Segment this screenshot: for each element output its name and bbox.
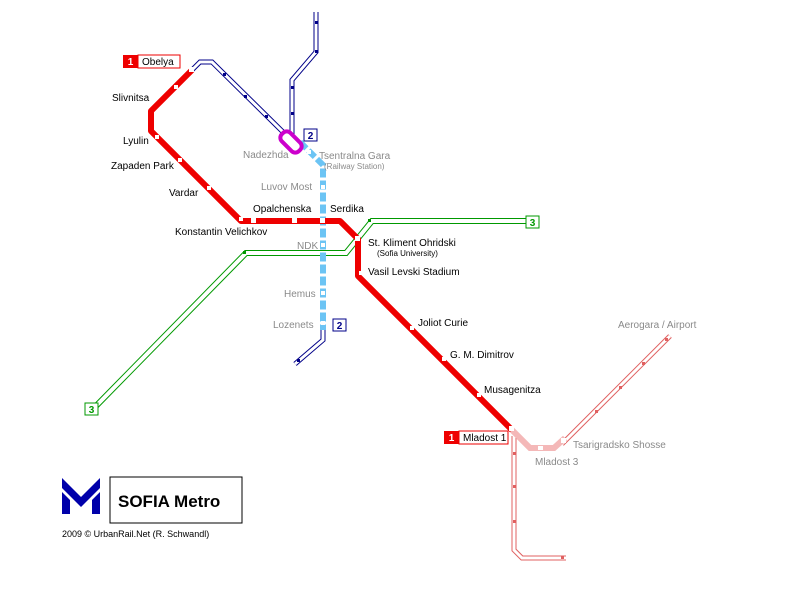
- station-labels: Slivnitsa Lyulin Zapaden Park Vardar Kon…: [111, 93, 697, 468]
- line-2-obelya-branch: [190, 59, 285, 134]
- svg-text:1: 1: [449, 433, 455, 444]
- svg-text:3: 3: [89, 405, 95, 416]
- station-dot-mladost3: [538, 446, 543, 450]
- label-st-kliment-sub: (Sofia University): [377, 249, 438, 258]
- station-dot-konstantin-velichkov: [239, 217, 243, 221]
- line-2-construction-track: [297, 139, 326, 330]
- label-serdika[interactable]: Serdika: [330, 204, 364, 215]
- station-dot-hemus: [321, 291, 325, 295]
- label-mladost3[interactable]: Mladost 3: [535, 457, 579, 468]
- label-luvov-most[interactable]: Luvov Most: [261, 182, 312, 193]
- label-joliot-curie[interactable]: Joliot Curie: [418, 318, 468, 329]
- interchange-tsentralna-gara[interactable]: [278, 129, 304, 155]
- label-vasil-levski[interactable]: Vasil Levski Stadium: [368, 267, 460, 278]
- label-slivnitsa[interactable]: Slivnitsa: [112, 93, 150, 104]
- station-dot-st-kliment: [355, 236, 360, 241]
- line-1: [148, 67, 515, 433]
- station-dot-ndk: [321, 243, 325, 247]
- station-dot-tsentralna-gara: [307, 150, 311, 154]
- station-dot-mladost1: [509, 426, 514, 431]
- label-st-kliment[interactable]: St. Kliment Ohridski: [368, 238, 456, 249]
- station-dot-joliot-curie: [410, 326, 414, 330]
- station-dot-vasil-levski: [359, 271, 363, 275]
- svg-text:Mladost 1: Mladost 1: [463, 433, 507, 444]
- svg-text:Obelya: Obelya: [142, 57, 174, 68]
- station-dot-zapaden-park: [178, 158, 182, 162]
- station-dot-gm-dimitrov: [442, 357, 446, 361]
- station-dot-obelya: [189, 67, 194, 72]
- svg-text:1: 1: [128, 57, 134, 68]
- line-3-badge-west[interactable]: 3: [84, 402, 99, 416]
- station-dot-opalchenska: [251, 218, 256, 223]
- label-lyulin[interactable]: Lyulin: [123, 136, 149, 147]
- station-markers: [155, 67, 566, 450]
- planned-red-ticks: [513, 338, 668, 559]
- label-ndk[interactable]: NDK: [297, 241, 318, 252]
- planned-green-ticks: [243, 219, 371, 254]
- station-dot-tsarigradsko: [561, 438, 566, 443]
- label-opalchenska[interactable]: Opalchenska: [253, 204, 312, 215]
- label-vardar[interactable]: Vardar: [169, 188, 199, 199]
- line-2-badge-south[interactable]: 2: [332, 318, 347, 332]
- station-dot-opalchenska-2: [292, 218, 297, 223]
- label-musagenitza[interactable]: Musagenitza: [484, 385, 541, 396]
- station-dot-musagenitza: [477, 393, 481, 397]
- line-1-track: [148, 67, 515, 433]
- label-konstantin-velichkov[interactable]: Konstantin Velichkov: [175, 227, 267, 238]
- station-dot-lyulin: [155, 135, 159, 139]
- label-hemus[interactable]: Hemus: [284, 289, 316, 300]
- station-dot-luvov-most: [321, 185, 325, 189]
- line-1-badge-obelya[interactable]: 1 Obelya: [123, 54, 181, 69]
- line-3: [93, 218, 530, 409]
- svg-text:2: 2: [308, 131, 314, 142]
- line-1-mladost3-section: [509, 427, 568, 451]
- label-tsarigradsko[interactable]: Tsarigradsko Shosse: [573, 440, 666, 451]
- station-dot-slivnitsa: [174, 85, 178, 89]
- label-aerogara[interactable]: Aerogara / Airport: [618, 320, 697, 331]
- sofia-metro-logo-icon: [62, 478, 100, 514]
- planned-station-ticks: [223, 21, 318, 362]
- label-lozenets[interactable]: Lozenets: [273, 320, 314, 331]
- station-dot-serdika: [320, 218, 325, 223]
- label-tsentralna-gara-sub: (Railway Station): [324, 162, 385, 171]
- line-3-badge-east[interactable]: 3: [525, 215, 540, 229]
- label-gm-dimitrov[interactable]: G. M. Dimitrov: [450, 350, 514, 361]
- svg-text:2: 2: [337, 321, 343, 332]
- line-1-badge-mladost1[interactable]: 1 Mladost 1: [444, 430, 509, 445]
- svg-text:3: 3: [530, 218, 536, 229]
- line-1-mladost1-south: [511, 436, 566, 561]
- label-tsentralna-gara[interactable]: Tsentralna Gara: [319, 151, 391, 162]
- title-box: SOFIA Metro: [109, 476, 243, 524]
- map-title: SOFIA Metro: [118, 492, 220, 511]
- station-dot-lozenets: [321, 321, 325, 325]
- credit-text: 2009 © UrbanRail.Net (R. Schwandl): [62, 529, 209, 539]
- label-zapaden-park[interactable]: Zapaden Park: [111, 161, 175, 172]
- label-nadezhda[interactable]: Nadezhda: [243, 150, 289, 161]
- line-2-badge-north[interactable]: 2: [303, 128, 318, 142]
- line-2: [190, 12, 326, 366]
- station-dot-vardar: [207, 186, 211, 190]
